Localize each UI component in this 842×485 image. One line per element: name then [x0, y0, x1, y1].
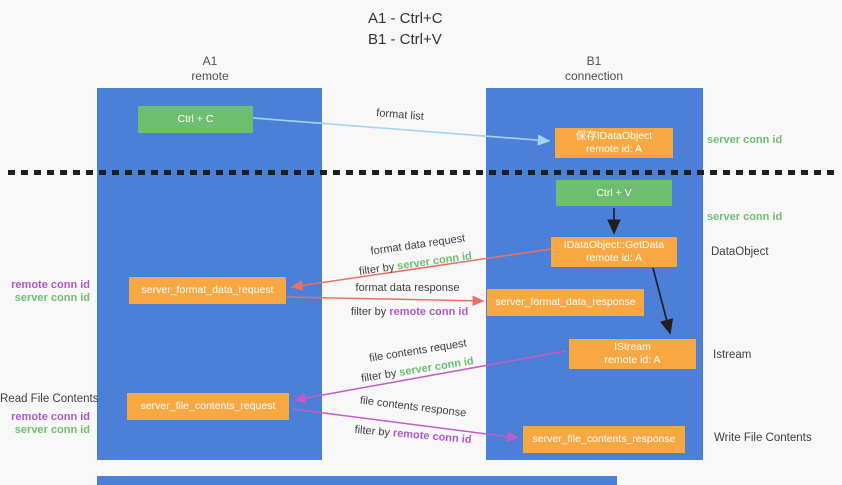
column-a1-subtitle: remote [191, 69, 229, 83]
column-b1-subtitle: connection [564, 69, 624, 83]
node-server-format-data-request: server_format_data_request [129, 277, 286, 304]
left-conn-id-block-bottom: remote conn id server conn id [4, 411, 90, 437]
server-conn-id-label-top: server conn id [707, 134, 783, 146]
format-data-response-label: format data response [355, 282, 460, 294]
column-b1-name: B1 [586, 54, 602, 68]
server-conn-id-label: server conn id [14, 292, 90, 304]
filter-remote-conn-id: remote conn id [389, 306, 469, 318]
node-ctrl-c-label: Ctrl + C [177, 113, 214, 125]
column-header-b1: B1 connection [534, 54, 654, 84]
format-list-arrow [252, 117, 551, 146]
server-conn-id-label-mid: server conn id [707, 211, 783, 223]
node-format-request-label: server_format_data_request [141, 284, 274, 296]
node-idataobject-getdata: IDataObject::GetData remote id: A [551, 237, 677, 267]
node-server-file-contents-request: server_file_contents_request [127, 393, 289, 420]
node-ctrl-v-label: Ctrl + V [596, 186, 632, 199]
format-data-request-arrow [290, 248, 552, 291]
filter-prefix: filter by [354, 423, 394, 440]
filter-prefix: filter by [350, 306, 390, 318]
node-file-request-label: server_file_contents_request [140, 400, 276, 412]
node-istream: IStream remote id: A [569, 339, 696, 369]
partial-window-edge [97, 476, 617, 485]
left-conn-id-block-top: remote conn id server conn id [4, 279, 90, 305]
node-server-file-contents-response: server_file_contents_response [523, 426, 685, 453]
node-save-dataobject: 保存IDataObject remote id: A [555, 128, 673, 158]
node-istream-line1: IStream [614, 341, 651, 353]
node-getdata-line1: IDataObject::GetData [563, 239, 665, 251]
node-server-format-data-response: server_format_data_response [487, 289, 644, 316]
node-ctrl-v: Ctrl + V [556, 180, 672, 206]
title-line-ctrl-v: B1 - Ctrl+V [368, 31, 442, 48]
column-header-a1: A1 remote [150, 54, 270, 84]
node-ctrl-c: Ctrl + C [138, 106, 253, 133]
write-file-contents-label: Write File Contents [714, 432, 812, 444]
node-save-dataobject-line1: 保存IDataObject [575, 130, 653, 142]
remote-conn-id-label: remote conn id [11, 279, 90, 291]
diagram-title: A1 - Ctrl+C B1 - Ctrl+V [368, 8, 443, 50]
node-save-dataobject-line2: remote id: A [585, 143, 643, 155]
node-file-response-label: server_file_contents_response [532, 433, 676, 445]
format-data-response-filter-label: filter by remote conn id [337, 306, 482, 319]
format-data-response-arrow [286, 295, 485, 307]
file-contents-request-arrow [293, 350, 567, 404]
dataobject-label: DataObject [711, 246, 769, 258]
node-istream-line2: remote id: A [604, 354, 661, 366]
title-line-ctrl-c: A1 - Ctrl+C [368, 10, 443, 27]
server-conn-id-label: server conn id [14, 424, 90, 436]
remote-conn-id-label: remote conn id [11, 411, 90, 423]
read-file-contents-label: Read File Contents [0, 393, 99, 405]
node-getdata-line2: remote id: A [585, 252, 643, 264]
getdata-to-istream-arrow [652, 267, 674, 335]
node-format-response-label: server_format_data_response [495, 296, 636, 308]
column-a1-name: A1 [202, 54, 218, 68]
file-contents-response-arrow [292, 408, 520, 442]
istream-label: Istream [713, 349, 752, 361]
